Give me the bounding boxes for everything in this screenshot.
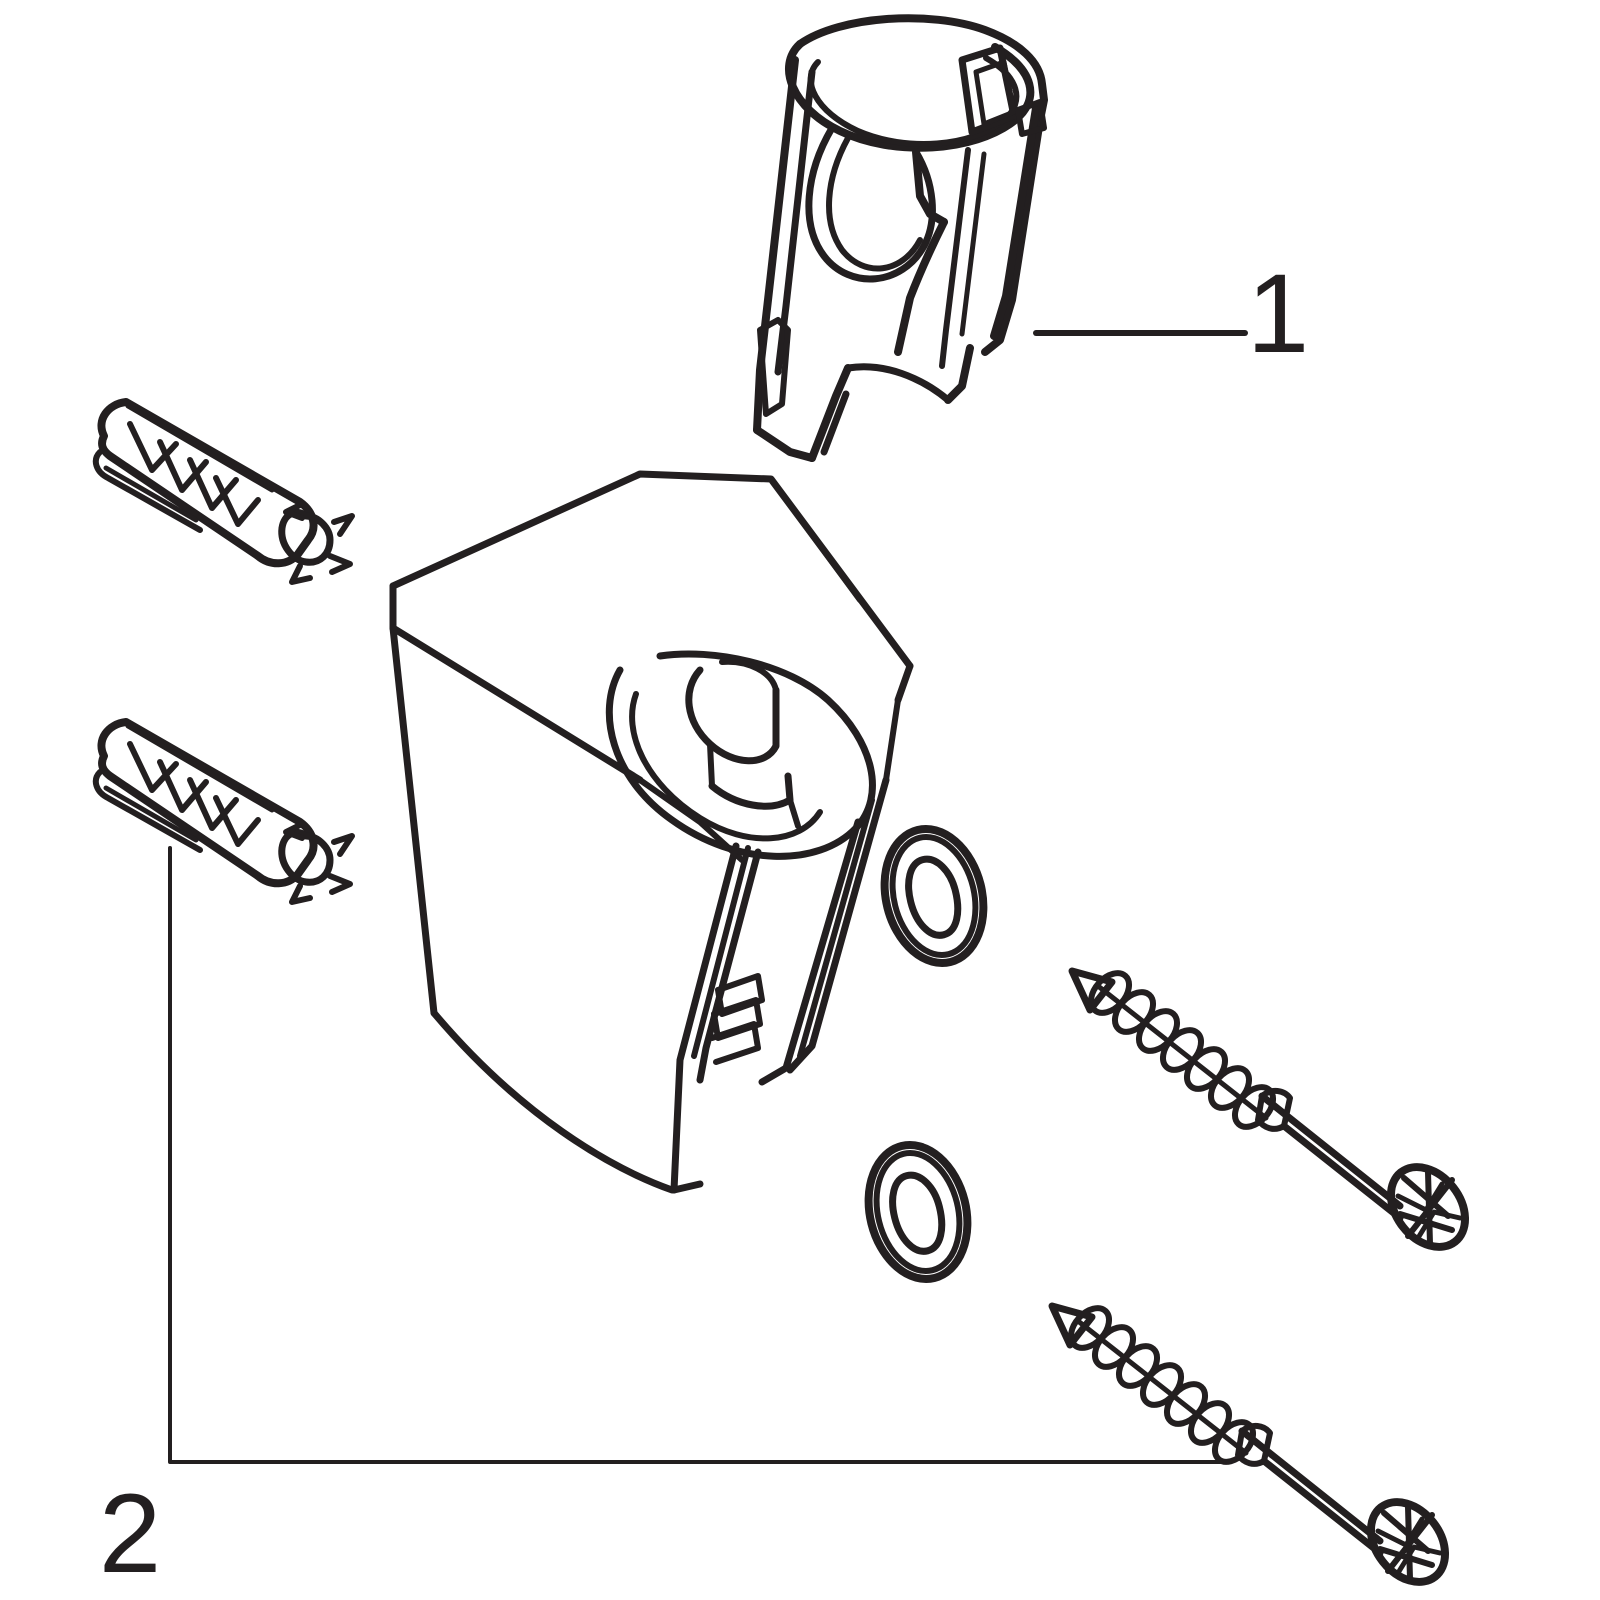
callout-2-leader bbox=[168, 846, 1227, 1464]
screw-lower-part bbox=[1048, 1302, 1450, 1586]
callout-label-2: 2 bbox=[99, 1471, 161, 1596]
washer-lower-part bbox=[864, 1141, 972, 1283]
screw-upper-part bbox=[1068, 967, 1470, 1251]
washer-upper-part bbox=[880, 825, 988, 967]
callout-label-1: 1 bbox=[1247, 251, 1309, 376]
shower-holder-insert-part bbox=[753, 14, 1048, 462]
wall-anchor-upper-part bbox=[92, 398, 355, 585]
wall-bracket-body-part bbox=[389, 470, 914, 1194]
wall-anchor-lower-part bbox=[92, 718, 355, 905]
